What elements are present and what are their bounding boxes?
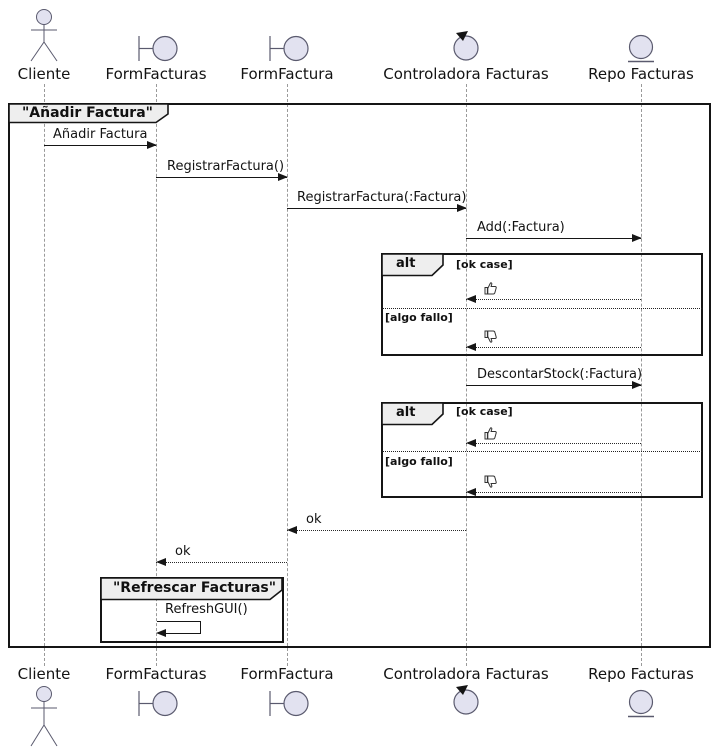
- arrowhead: [466, 343, 476, 351]
- message-label: RegistrarFactura(:Factura): [297, 190, 467, 205]
- alt-fragment-2: [381, 402, 703, 498]
- return-line: [466, 492, 641, 493]
- lifeline-cliente: [44, 84, 45, 666]
- message-label: RegistrarFactura(): [167, 159, 285, 174]
- participant-label-repo-facturas: Repo Facturas: [588, 665, 694, 683]
- lifeline-repo-facturas: [641, 84, 642, 666]
- control-icon: [453, 685, 479, 715]
- message-label: Add(:Factura): [477, 220, 565, 235]
- message-line: [156, 177, 287, 178]
- message-label: ok: [175, 544, 191, 559]
- message-label: RefreshGUI(): [165, 602, 248, 617]
- actor-icon: [30, 686, 58, 747]
- self-message-line: [160, 633, 201, 634]
- arrowhead: [147, 141, 157, 149]
- return-line: [466, 443, 641, 444]
- return-line: [466, 347, 641, 348]
- participant-label-cliente: Cliente: [17, 65, 71, 83]
- actor-icon: [30, 9, 58, 62]
- inner-frame-title: "Refrescar Facturas": [113, 580, 277, 596]
- control-icon: [453, 31, 479, 61]
- message-label: ok: [306, 512, 322, 527]
- alt-operator-tab: [381, 402, 444, 426]
- alt-operator: alt: [396, 405, 416, 420]
- arrowhead: [156, 629, 166, 637]
- participant-label-repo-facturas: Repo Facturas: [588, 65, 694, 83]
- arrowhead: [466, 488, 476, 496]
- arrowhead: [287, 526, 297, 534]
- guard-ok-case: [ok case]: [456, 405, 513, 418]
- arrowhead: [632, 381, 642, 389]
- message-line: [287, 208, 466, 209]
- participant-label-formfactura: FormFactura: [240, 665, 334, 683]
- arrowhead: [466, 439, 476, 447]
- alt-divider: [382, 308, 702, 309]
- alt-operator: alt: [396, 256, 416, 271]
- message-line: [44, 145, 156, 146]
- self-message-line: [200, 621, 201, 633]
- main-frame-title: "Añadir Factura": [22, 105, 153, 121]
- participant-label-controladora-facturas: Controladora Facturas: [383, 65, 549, 83]
- boundary-icon: [138, 690, 178, 717]
- guard-algo-fallo: [algo fallo]: [385, 455, 453, 468]
- arrowhead: [156, 558, 166, 566]
- alt-divider: [382, 451, 702, 452]
- alt-operator-tab: [381, 253, 444, 277]
- boundary-icon: [269, 35, 309, 62]
- lifeline-formfactura: [287, 84, 288, 666]
- self-message-line: [157, 621, 201, 622]
- thumbs-down-icon: [484, 475, 497, 488]
- arrowhead: [466, 295, 476, 303]
- participant-label-cliente: Cliente: [17, 665, 71, 683]
- frame-title-tab: [100, 577, 283, 601]
- entity-icon: [628, 34, 654, 63]
- guard-ok-case: [ok case]: [456, 258, 513, 271]
- lifeline-controladora-facturas: [466, 84, 467, 666]
- participant-label-formfactura: FormFactura: [240, 65, 334, 83]
- return-line: [156, 562, 287, 563]
- message-label: Añadir Factura: [53, 127, 148, 142]
- boundary-icon: [269, 690, 309, 717]
- alt-fragment-1: [381, 253, 703, 356]
- participant-label-formfacturas: FormFacturas: [105, 65, 207, 83]
- message-line: [466, 238, 641, 239]
- guard-algo-fallo: [algo fallo]: [385, 311, 453, 324]
- thumbs-down-icon: [484, 330, 497, 343]
- message-label: DescontarStock(:Factura): [477, 367, 643, 382]
- participant-label-formfacturas: FormFacturas: [105, 665, 207, 683]
- boundary-icon: [138, 35, 178, 62]
- lifeline-formfacturas: [156, 84, 157, 666]
- entity-icon: [628, 689, 654, 718]
- arrowhead: [278, 173, 288, 181]
- arrowhead: [457, 204, 467, 212]
- thumbs-up-icon: [484, 282, 497, 295]
- frame-title-tab: [8, 103, 169, 124]
- thumbs-up-icon: [484, 427, 497, 440]
- message-line: [466, 385, 641, 386]
- participant-label-controladora-facturas: Controladora Facturas: [383, 665, 549, 683]
- frame-anadir-factura: [8, 103, 711, 648]
- arrowhead: [632, 234, 642, 242]
- return-line: [287, 530, 466, 531]
- return-line: [466, 299, 641, 300]
